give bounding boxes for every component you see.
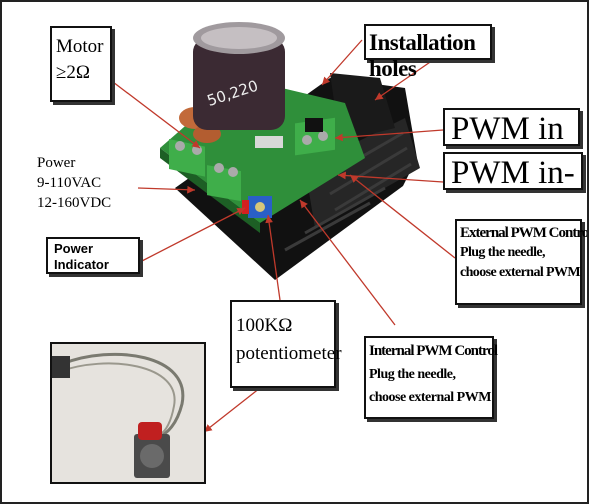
power-label: Power 9-110VAC 12-160VDC (33, 150, 137, 214)
fuse (255, 136, 283, 148)
internal-pwm-line-2: choose external PWM (369, 390, 491, 405)
motor-label: Motor ≥2Ω (50, 26, 112, 102)
motor-label-line-2: ≥2Ω (56, 62, 91, 83)
motor-controller-board-image: 50,220 (160, 22, 420, 280)
electrolytic-capacitor: 50,220 (193, 22, 285, 130)
installation-holes-label: Installation holes (364, 24, 492, 81)
arrow-motor (112, 81, 201, 149)
pwm-in-minus-label: PWM in- (443, 152, 583, 191)
arrow-internal-pwm (299, 199, 396, 326)
potentiometer-photo (50, 342, 206, 484)
pwm-in-plus-label: PWM in + (443, 108, 580, 183)
external-pwm-title: External PWM Control (460, 225, 589, 241)
arrow-pot-board (265, 214, 281, 301)
power-label-line-1: Power (37, 155, 76, 171)
arrow-power (137, 185, 196, 194)
arrow-installation-2 (374, 57, 437, 101)
power-label-line-2: 9-110VAC (37, 175, 102, 191)
arrow-installation (321, 39, 363, 86)
power-led (242, 200, 249, 214)
arrow-pwm-plus (334, 129, 444, 142)
arrow-external-pwm (349, 174, 456, 259)
potentiometer-knob (138, 422, 162, 440)
motor-terminal-block (169, 138, 205, 177)
arrow-indicator (139, 207, 246, 263)
power-terminal-block (207, 163, 241, 202)
power-indicator-label: Power Indicator (46, 237, 140, 274)
internal-pwm-line-1: Plug the needle, (369, 367, 456, 382)
potentiometer-image (52, 344, 204, 482)
power-indicator-line-2: Indicator (54, 257, 109, 272)
power-label-line-3: 12-160VDC (37, 195, 112, 211)
external-pwm-line-2: choose external PWM (460, 265, 581, 280)
jumper-header (305, 118, 323, 132)
internal-pwm-label: Internal PWM Control Plug the needle, ch… (364, 336, 498, 419)
external-pwm-label: External PWM Control Plug the needle, ch… (455, 219, 589, 305)
potentiometer-line-1: 100KΩ (236, 315, 293, 336)
arrow-pot-photo (203, 387, 261, 433)
internal-pwm-title: Internal PWM Control (369, 343, 498, 359)
motor-label-line-1: Motor (56, 36, 104, 57)
potentiometer-label: 100KΩ potentiometer (230, 300, 342, 388)
external-pwm-line-1: Plug the needle, (460, 245, 546, 260)
power-indicator-line-1: Power (54, 241, 94, 256)
potentiometer-line-2: potentiometer (236, 343, 342, 364)
